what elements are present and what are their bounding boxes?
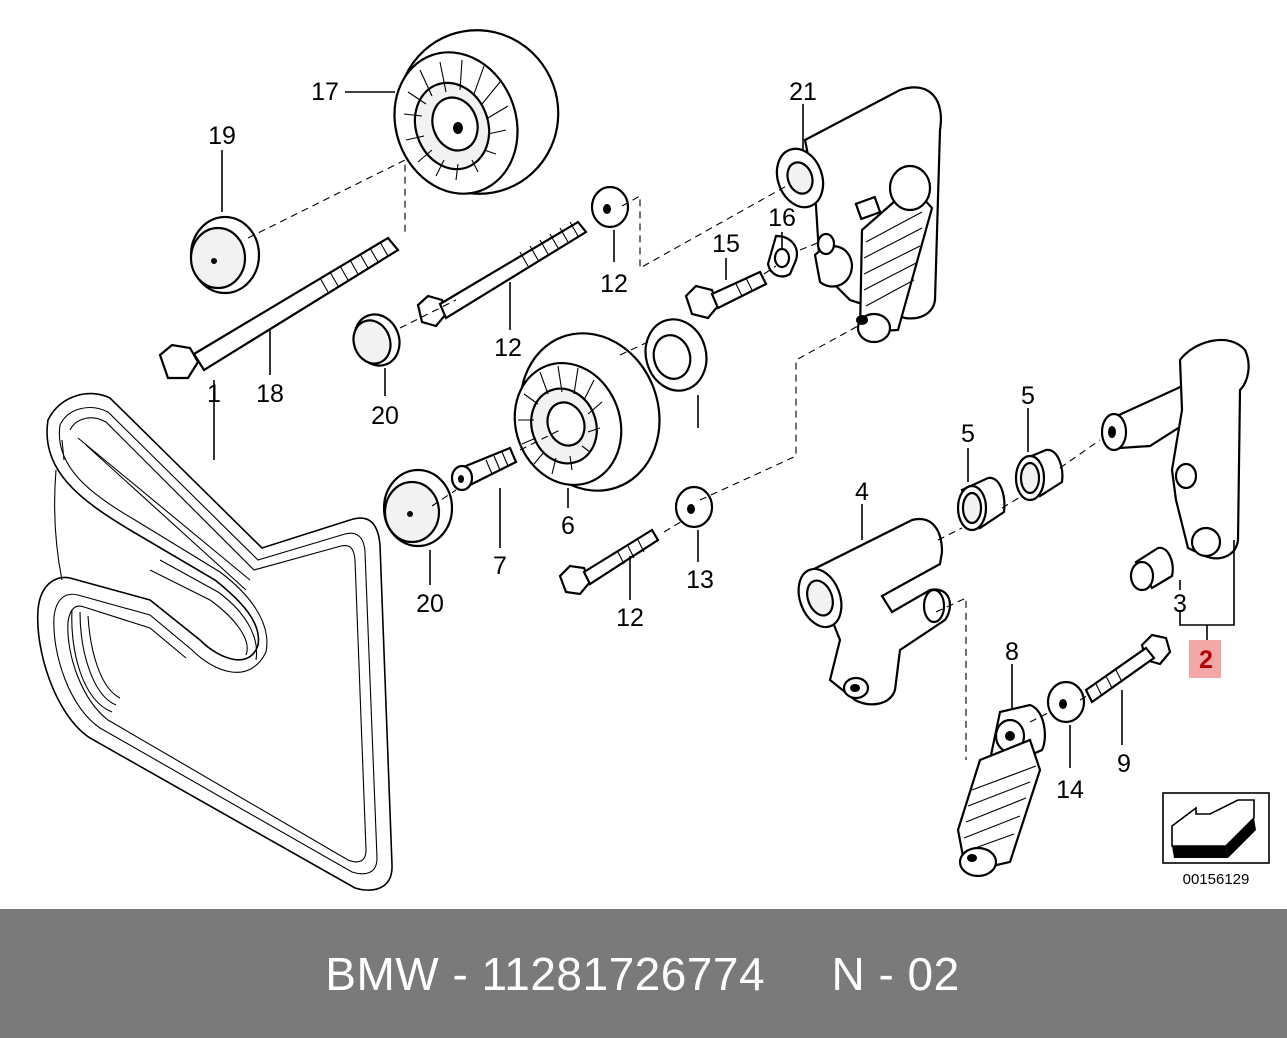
washer-12-middle (674, 485, 714, 529)
callout-12-top: 12 (600, 270, 628, 298)
callout-10: 12 (616, 604, 644, 632)
bushing-5-right (1014, 448, 1064, 502)
bolt-11 (416, 220, 588, 328)
exploded-parts-diagram: 17 19 21 16 15 12 12 1 18 20 5 5 4 6 7 1… (36, 29, 1270, 891)
reference-number: 00156129 (1183, 871, 1250, 888)
washer-12-bottom (1046, 680, 1086, 724)
drive-belt (36, 392, 393, 891)
callout-16: 18 (256, 380, 284, 408)
footer-bar: BMW - 11281726774 N - 02 (0, 909, 1287, 1038)
tensioner-4 (797, 517, 952, 706)
callout-9: 9 (1117, 750, 1131, 778)
callout-12-bottom: 14 (1056, 776, 1084, 804)
cap-17 (189, 215, 261, 295)
washer-12-top (590, 185, 630, 229)
callout-labels: 17 19 21 16 15 12 12 1 18 20 5 5 4 6 7 1… (207, 78, 1221, 804)
callout-11: 12 (494, 334, 522, 362)
pulley-15 (393, 29, 560, 195)
cap-18 (382, 468, 454, 548)
callout-13: 15 (712, 230, 740, 258)
bushing-5-left (956, 476, 1006, 532)
pulley-6 (513, 332, 661, 492)
bolt-7 (450, 446, 518, 492)
tensioner-21 (775, 86, 943, 344)
callout-19: 20 (371, 402, 399, 430)
callout-8: 8 (1005, 638, 1019, 666)
damper-8 (956, 703, 1046, 878)
view-direction-arrow-icon (1162, 792, 1270, 864)
callout-5-right: 5 (1021, 382, 1035, 410)
bolt-10 (558, 528, 660, 596)
callout-3: 3 (1173, 590, 1187, 618)
callout-1: 1 (207, 380, 221, 408)
callout-4: 4 (855, 478, 869, 506)
callout-6: 6 (561, 512, 575, 540)
callout-5-left: 5 (961, 420, 975, 448)
callout-14: 16 (768, 204, 796, 232)
highlight-box (1189, 640, 1221, 678)
bolt-9 (1084, 633, 1172, 704)
callout-18: 20 (416, 590, 444, 618)
callout-21: 21 (789, 78, 817, 106)
washer-20 (644, 318, 708, 392)
callout-12-middle: 13 (686, 566, 714, 594)
bolt-16 (158, 236, 400, 380)
sleeve-3 (1129, 546, 1174, 592)
cap-19 (352, 313, 401, 367)
leader-lines (213, 91, 1235, 768)
callout-2-highlighted: 2 (1199, 646, 1213, 674)
bolt-13 (684, 270, 768, 320)
callout-7: 7 (493, 552, 507, 580)
callout-15: 17 (311, 78, 339, 106)
callout-17: 19 (208, 122, 236, 150)
bracket-2 (1100, 338, 1250, 560)
part-number-caption: BMW - 11281726774 N - 02 (325, 947, 960, 1000)
